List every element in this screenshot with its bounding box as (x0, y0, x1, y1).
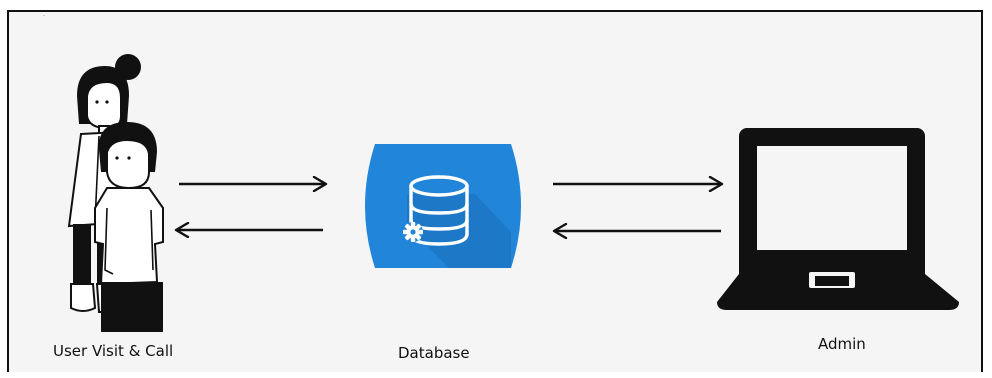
database-node-label: Database (398, 344, 470, 362)
admin-node-label: Admin (818, 335, 866, 353)
diagram-frame: User Visit & Call Database Admin (7, 10, 983, 372)
people-illustration-icon (67, 54, 164, 332)
database-gear-icon (365, 144, 521, 268)
corner-dot (43, 15, 45, 16)
laptop-icon (717, 128, 959, 310)
diagram-canvas (67, 54, 959, 332)
user-node-label: User Visit & Call (53, 342, 174, 360)
